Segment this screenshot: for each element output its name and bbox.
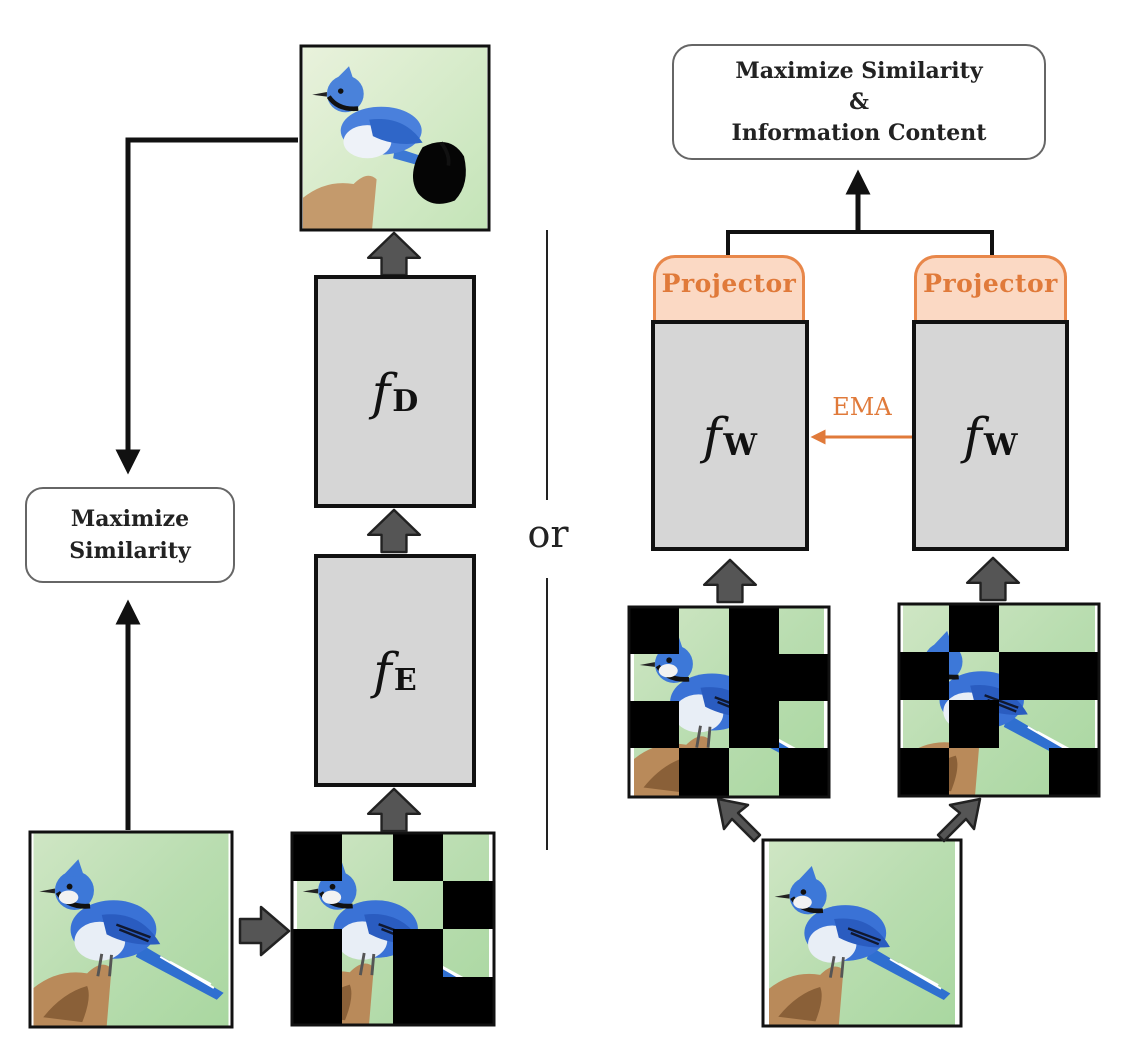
left-objective-line2: Similarity: [69, 538, 191, 564]
target-model-symbol: f: [963, 406, 982, 465]
decoder-subscript: D: [392, 384, 419, 419]
masked-view-b: [897, 602, 1101, 798]
target-model-subscript: W: [983, 428, 1018, 463]
input-image-left: [28, 830, 234, 1029]
input-image-right: [761, 838, 963, 1028]
up-arrow-icon: [366, 787, 422, 833]
ema-label: EMA: [832, 393, 892, 421]
join-line: [726, 230, 994, 256]
up-arrow-icon: [366, 231, 422, 277]
projector-right: Projector: [914, 255, 1067, 321]
right-objective-line3: Information Content: [731, 119, 987, 146]
left-objective-line1: Maximize: [70, 506, 190, 532]
left-objective-box: Maximize Similarity: [25, 487, 235, 583]
right-objective-box: Maximize Similarity & Information Conten…: [672, 44, 1046, 160]
online-model-subscript: W: [723, 428, 758, 463]
projector-left: Projector: [653, 255, 805, 321]
masked-view-a: [627, 605, 831, 799]
similarity-arrow-down: [115, 137, 298, 475]
right-objective-line2: &: [849, 88, 869, 115]
right-objective-line1: Maximize Similarity: [735, 57, 983, 84]
up-arrow-icon: [366, 508, 422, 554]
reconstructed-image: [299, 44, 491, 232]
online-model-symbol: f: [702, 406, 722, 465]
up-right-arrow-icon: [936, 797, 982, 843]
up-arrow-icon: [965, 556, 1021, 602]
up-arrow-icon: [702, 558, 758, 604]
encoder-subscript: E: [393, 663, 417, 698]
up-left-arrow-icon: [716, 797, 762, 843]
mask-arrow-icon: [238, 905, 291, 957]
encoder-symbol: f: [373, 641, 392, 700]
divider-or-text: or: [527, 512, 569, 556]
decoder-symbol: f: [371, 362, 391, 421]
masked-image-left: [290, 831, 496, 1027]
